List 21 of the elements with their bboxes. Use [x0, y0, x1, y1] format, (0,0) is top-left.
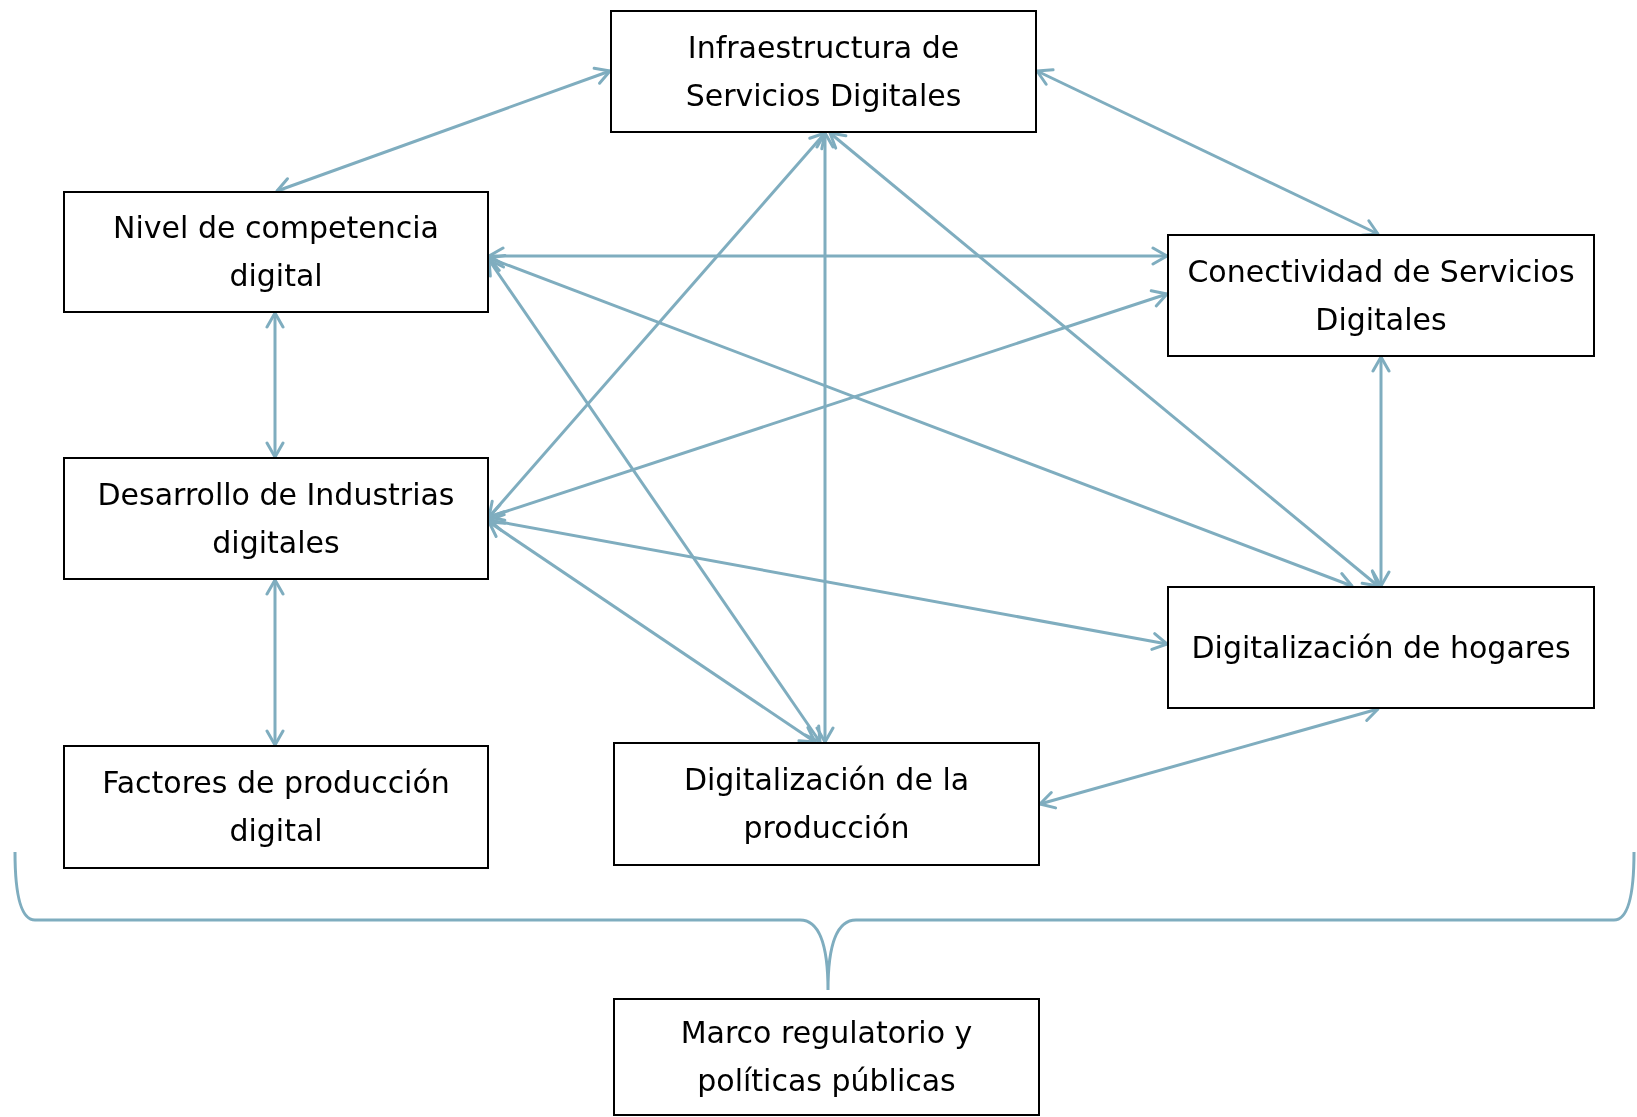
node-label: Marco regulatorio y políticas públicas: [679, 1014, 974, 1100]
double-arrow: [828, 131, 1380, 588]
double-arrow: [815, 131, 835, 744]
node-label: Digitalización de hogares: [1191, 628, 1571, 667]
node-label: Conectividad de Servicios Digitales: [1186, 252, 1576, 339]
node-label: Factores de producción digital: [101, 764, 451, 850]
text-box: [1167, 234, 1595, 357]
double-arrow: [265, 311, 285, 459]
node-label: Desarrollo de Industrias digitales: [96, 475, 456, 562]
text-box: [63, 191, 489, 313]
text-box: [1167, 586, 1595, 709]
text-box: [613, 998, 1040, 1116]
text-box: [63, 745, 489, 869]
double-arrow: [265, 578, 285, 747]
text-box: [613, 742, 1040, 866]
double-arrow: [1371, 355, 1391, 588]
text-box: [610, 10, 1037, 133]
text-box: [63, 457, 489, 580]
node-label: Nivel de competencia digital: [112, 209, 440, 295]
node-label: Infraestructura de Servicios Digitales: [684, 28, 963, 115]
node-label: Digitalización de la producción: [682, 761, 971, 847]
